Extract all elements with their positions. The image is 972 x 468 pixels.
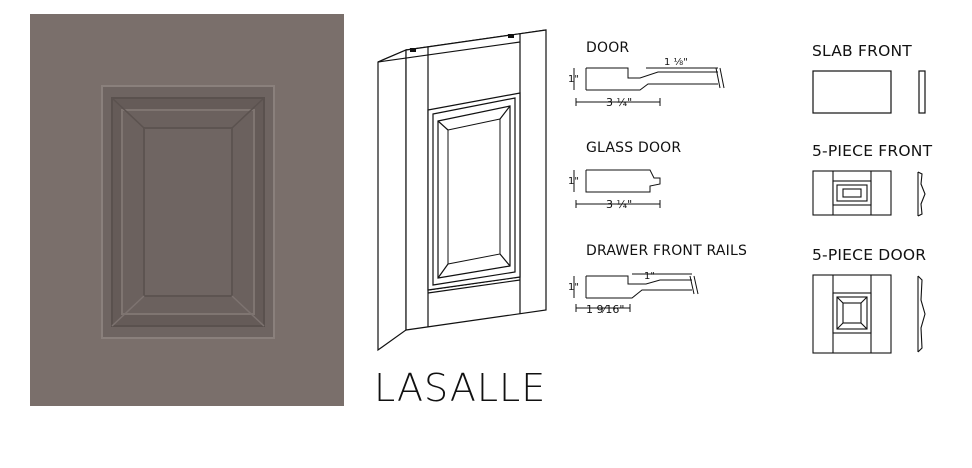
five-piece-front-label: 5-PIECE FRONT bbox=[812, 142, 933, 160]
product-title: LASALLE bbox=[374, 366, 547, 410]
glass-door-profile: 1" 3 ¼" bbox=[568, 158, 698, 214]
drawer-front-rails-label: DRAWER FRONT RAILS bbox=[586, 243, 748, 259]
five-piece-front-drawing bbox=[812, 170, 937, 218]
drawer-height-dim: 1" bbox=[568, 282, 579, 293]
drawer-width-dim: 1 9⁄16" bbox=[586, 303, 624, 316]
glass-width-dim: 3 ¼" bbox=[606, 198, 632, 211]
door-width-dim: 3 ¼" bbox=[606, 96, 632, 109]
glass-door-label: GLASS DOOR bbox=[586, 140, 682, 156]
door-profile: 1" 1 ⅛" 3 ¼" bbox=[568, 56, 738, 112]
door-label: DOOR bbox=[586, 40, 630, 56]
five-piece-door-label: 5-PIECE DOOR bbox=[812, 246, 927, 264]
five-piece-door-drawing bbox=[812, 274, 937, 356]
drawer-edge-dim: 1" bbox=[644, 271, 655, 282]
drawer-rail-profile: 1" 1" 1 9⁄16" bbox=[568, 262, 708, 322]
door-height-dim: 1" bbox=[568, 74, 579, 85]
door-color-sample bbox=[30, 14, 344, 406]
door-edge-dim: 1 ⅛" bbox=[664, 57, 688, 68]
door-isometric-drawing bbox=[370, 28, 560, 358]
glass-height-dim: 1" bbox=[568, 176, 579, 187]
slab-front-drawing bbox=[812, 70, 932, 116]
slab-front-label: SLAB FRONT bbox=[812, 42, 912, 60]
